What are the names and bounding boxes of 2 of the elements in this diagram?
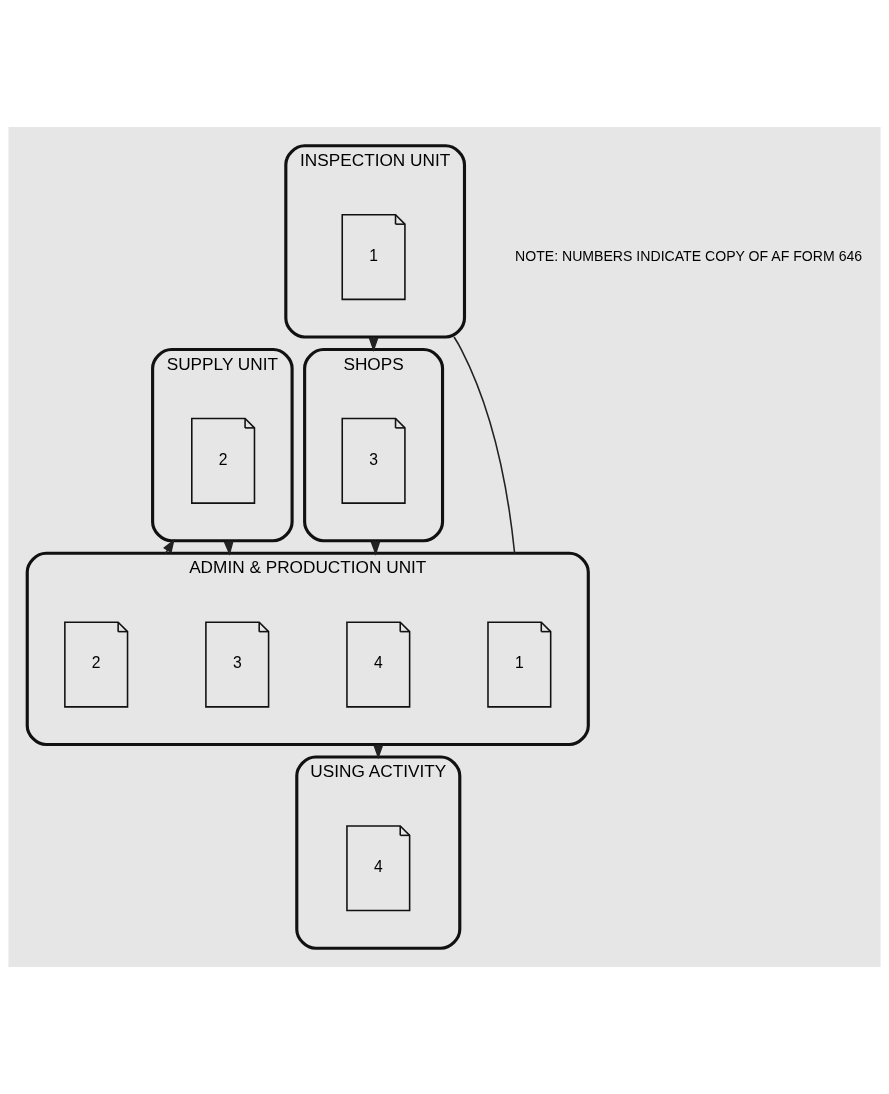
- connector: [453, 336, 516, 555]
- label: NOTE: NUMBERS INDICATE COPY OF AF FORM 646: [514, 247, 863, 264]
